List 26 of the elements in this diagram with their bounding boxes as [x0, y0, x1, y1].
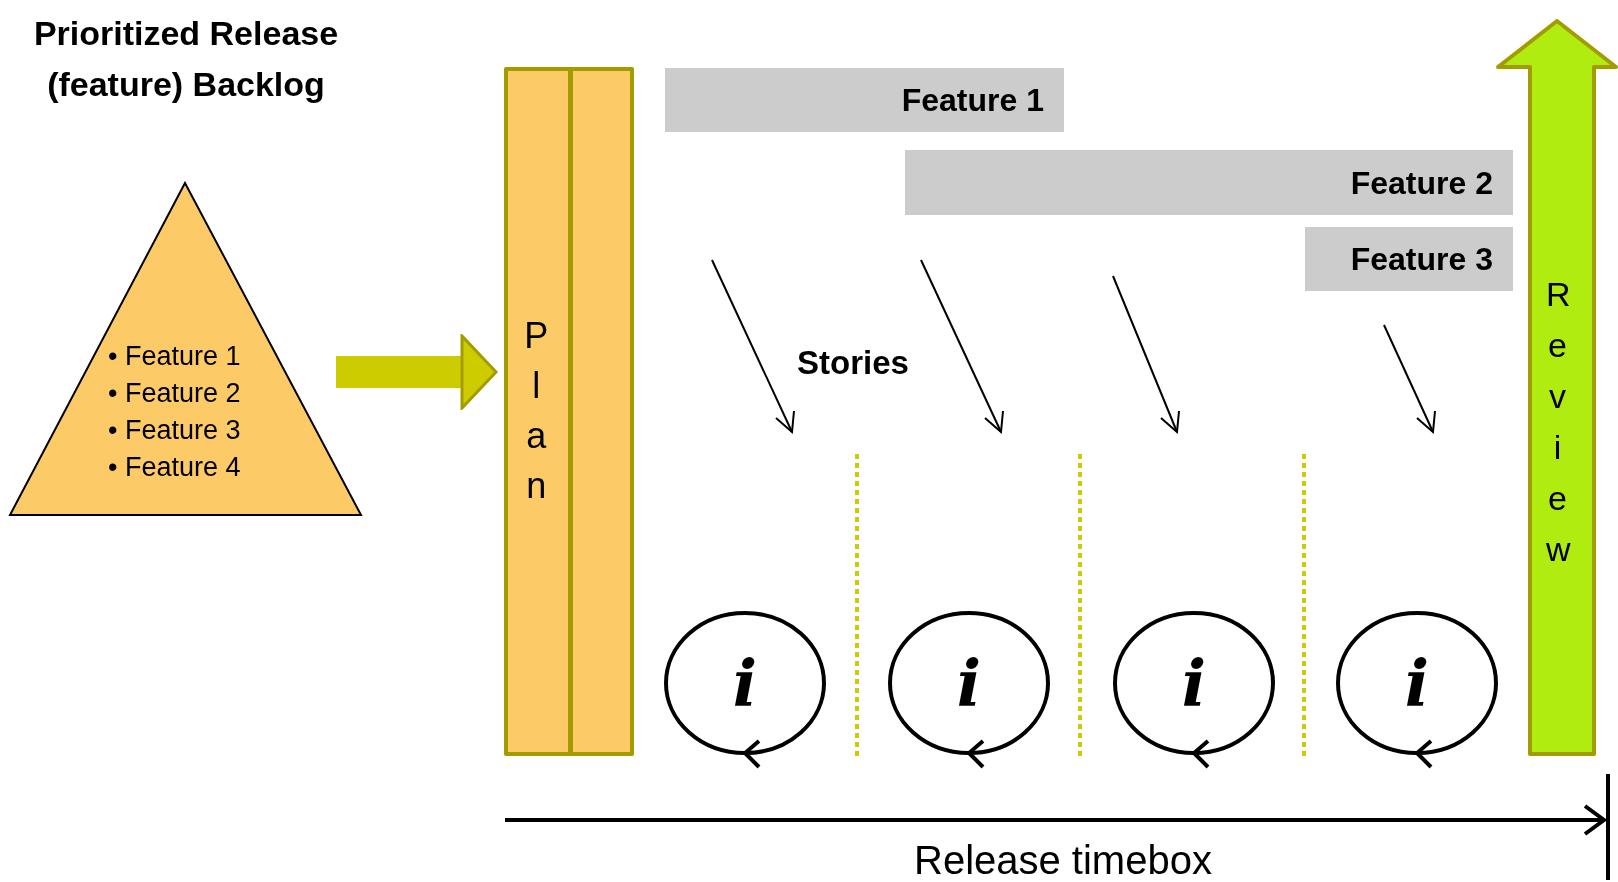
plan-label: Plan	[524, 314, 549, 508]
plan-bar	[504, 67, 634, 756]
iteration-circle	[1113, 611, 1275, 771]
feature-bar	[905, 150, 1513, 215]
feature-bar	[1305, 227, 1513, 291]
backlog-heading: Prioritized Release (feature) Backlog	[32, 13, 340, 105]
feature-label: Feature 3	[1350, 240, 1493, 279]
iteration-letter: i	[956, 651, 982, 715]
stories-label: Stories	[797, 343, 909, 383]
iteration-letter: i	[1404, 651, 1430, 715]
iteration-letter: i	[732, 651, 758, 715]
review-arrow	[1496, 19, 1618, 756]
feature-bar	[665, 68, 1064, 132]
iteration-circle	[888, 611, 1050, 771]
feature-list-item: • Feature 3	[108, 414, 241, 447]
feature-label: Feature 2	[1350, 163, 1493, 203]
iteration-letter: i	[1181, 651, 1207, 715]
feature-list-item: • Feature 1	[108, 340, 241, 373]
feature-list-item: • Feature 4	[108, 451, 241, 484]
review-label: Review	[1546, 274, 1570, 570]
thick-arrow	[336, 334, 498, 410]
feature-label: Feature 1	[901, 81, 1044, 120]
feature-list-item: • Feature 2	[108, 377, 241, 410]
timebox-label: Release timebox	[914, 838, 1212, 882]
iteration-circle	[664, 611, 826, 771]
iteration-circle	[1336, 611, 1498, 771]
